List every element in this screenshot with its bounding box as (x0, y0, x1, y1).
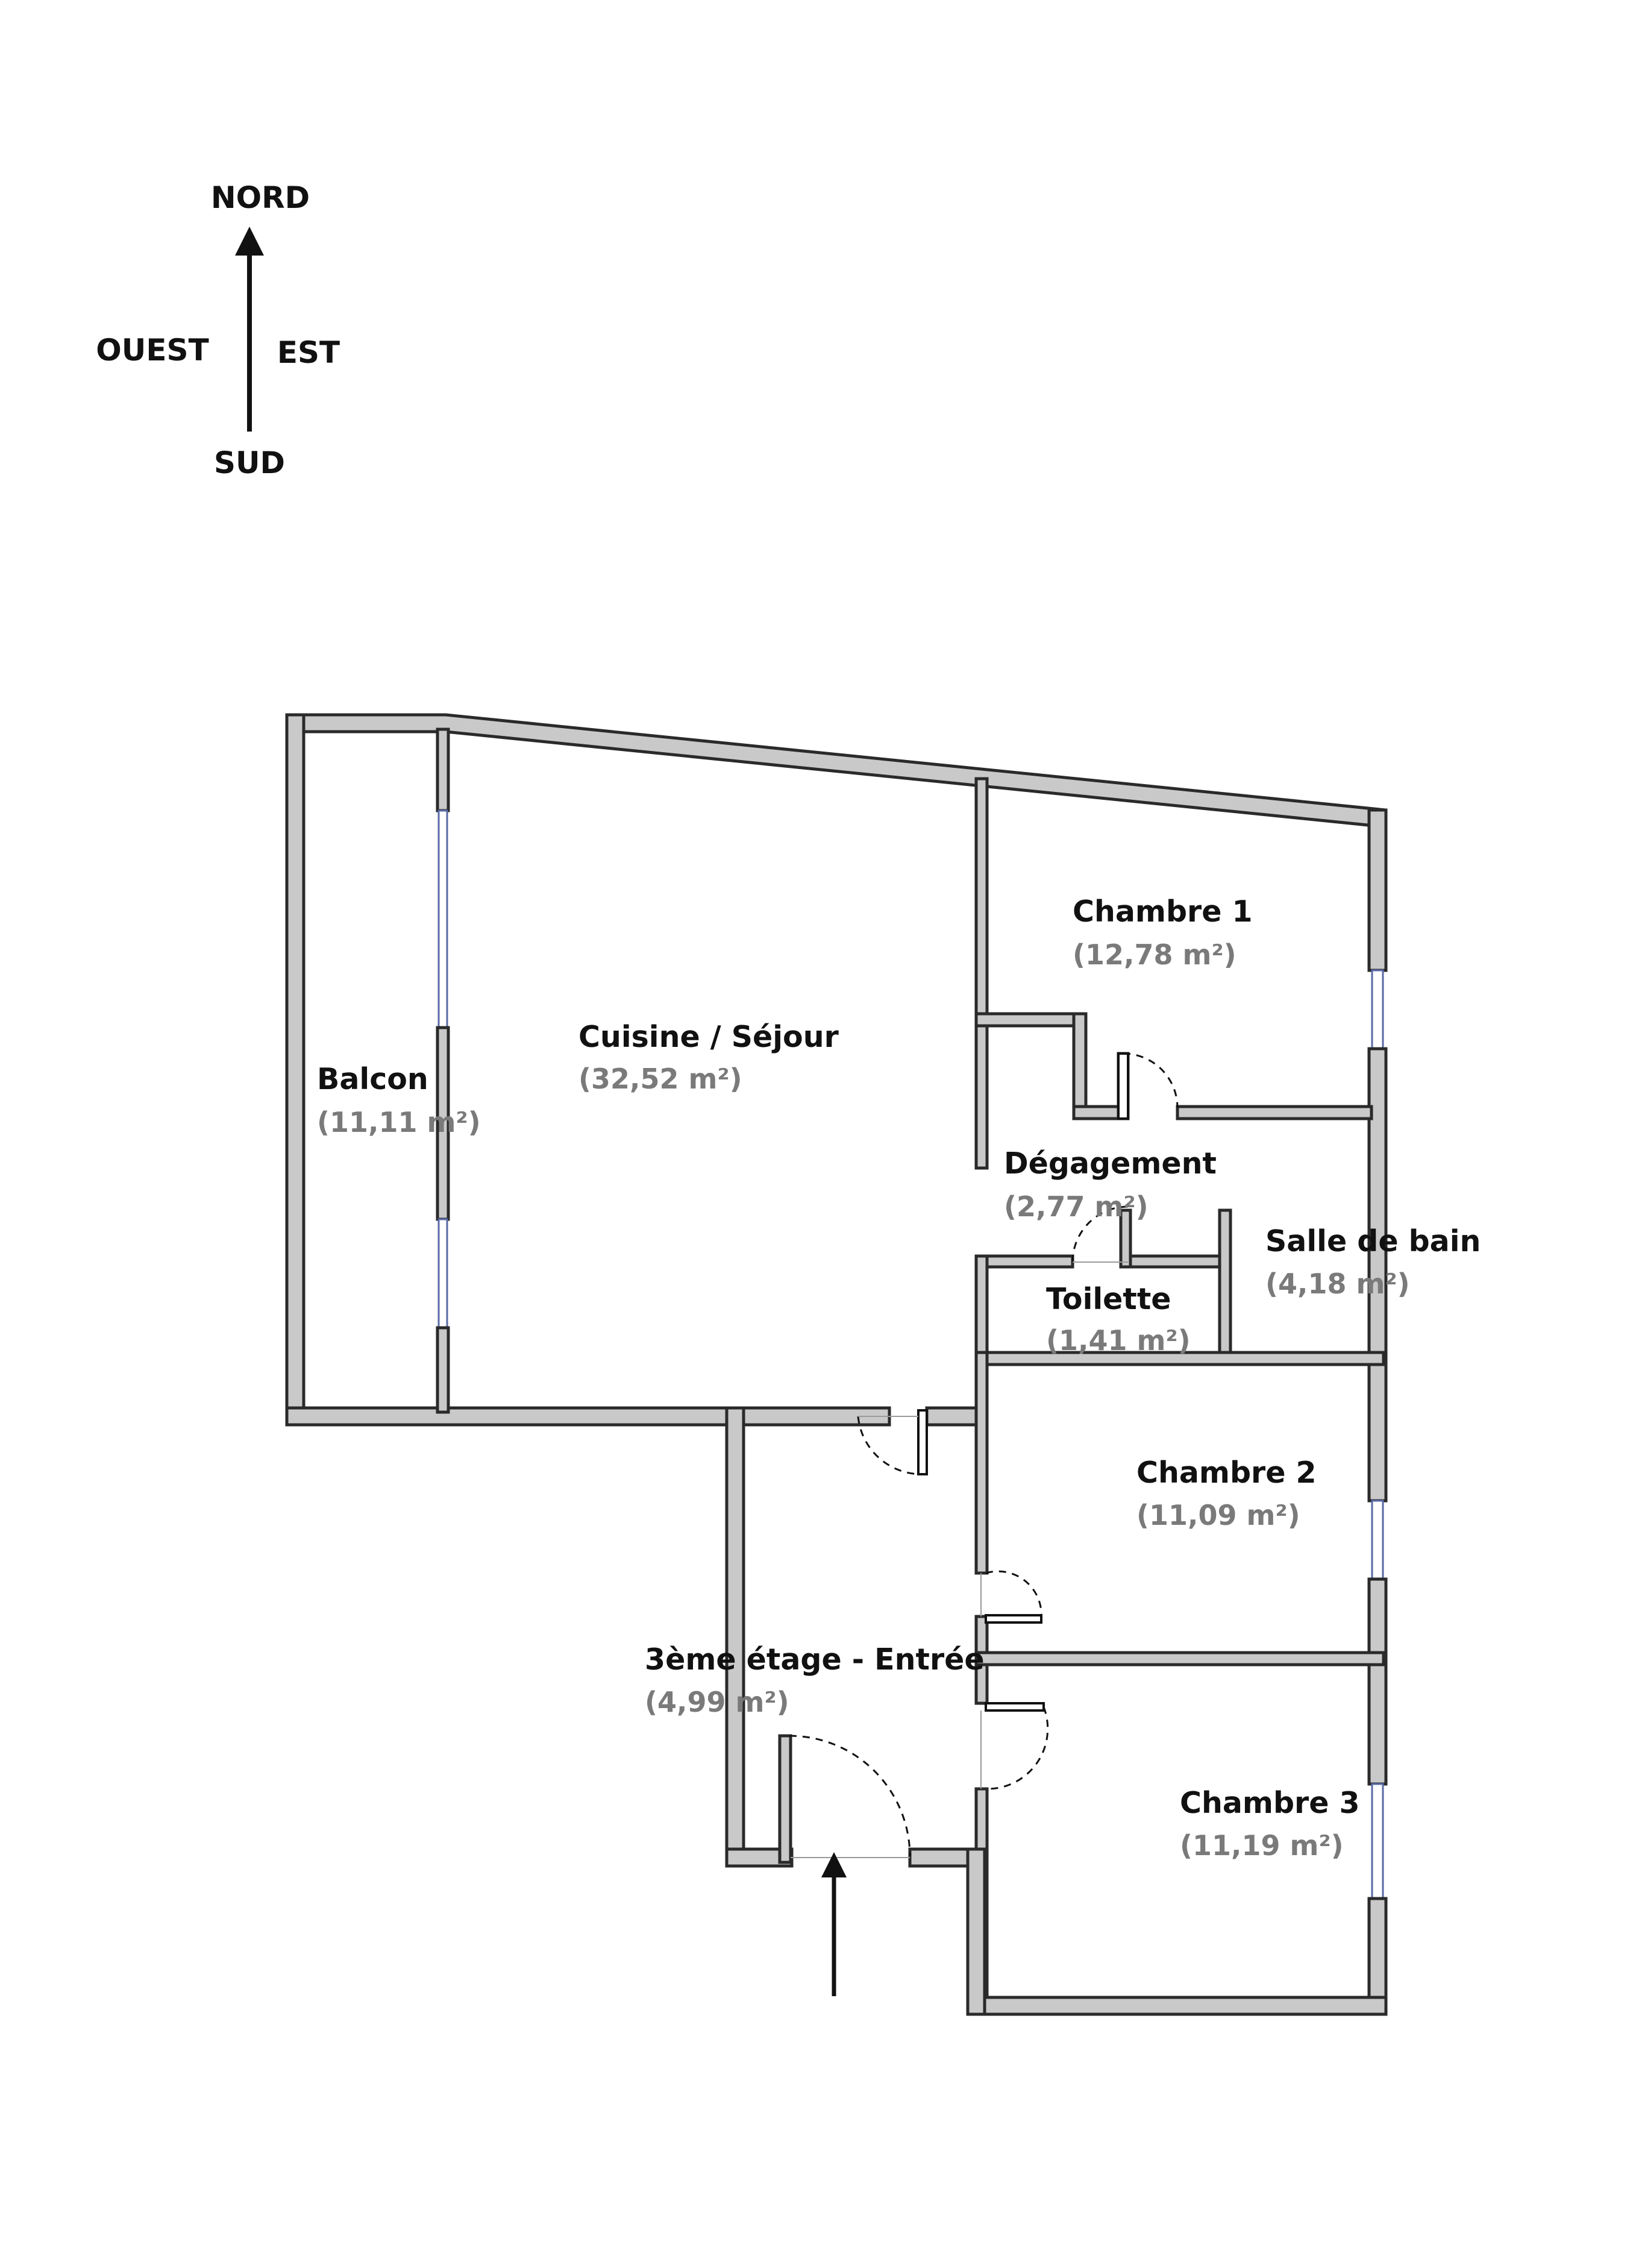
living-door-swing (857, 1416, 923, 1475)
room-area: (11,11 m²) (317, 1106, 481, 1139)
compass-north-label: NORD (211, 180, 310, 215)
room-name: Dégagement (1004, 1146, 1217, 1181)
room-area: (32,52 m²) (578, 1063, 742, 1095)
room-area: (12,78 m²) (1073, 938, 1236, 971)
room-area: (11,09 m²) (1136, 1499, 1300, 1531)
room-labels: Balcon (11,11 m²) Cuisine / Séjour (32,5… (317, 894, 1481, 1862)
living-door-leaf (917, 1409, 928, 1475)
room-salle-de-bain: Salle de bain (4,18 m²) (1265, 1224, 1481, 1300)
bedroom2-door-swing (985, 1570, 1042, 1618)
room-name: Salle de bain (1265, 1224, 1481, 1258)
room-toilette: Toilette (1,41 m²) (1046, 1282, 1191, 1357)
room-cuisine-sejour: Cuisine / Séjour (32,52 m²) (578, 1020, 839, 1095)
bedroom1-door-swing (1123, 1052, 1179, 1108)
room-area: (2,77 m²) (1004, 1190, 1149, 1223)
room-name: Balcon (317, 1062, 428, 1096)
doors (789, 1052, 1179, 1858)
room-name: Chambre 2 (1136, 1456, 1317, 1490)
bedroom3-door-swing (985, 1706, 1049, 1790)
entrance-door-swing (789, 1735, 911, 1857)
bedroom3-door-leaf (985, 1702, 1045, 1712)
compass-west-label: OUEST (96, 333, 208, 368)
room-area: (11,19 m²) (1180, 1829, 1344, 1862)
compass-east-label: EST (277, 335, 340, 370)
room-name: Chambre 3 (1180, 1786, 1360, 1820)
room-name: Toilette (1046, 1282, 1171, 1316)
room-area: (1,41 m²) (1046, 1324, 1191, 1357)
room-entree: 3ème étage - Entrée (4,99 m²) (645, 1642, 985, 1718)
bedroom2-door-leaf (985, 1614, 1042, 1624)
room-name: Cuisine / Séjour (578, 1020, 839, 1054)
room-chambre-2: Chambre 2 (11,09 m²) (1136, 1456, 1317, 1531)
compass-south-label: SUD (214, 445, 285, 480)
walls (285, 713, 1388, 2016)
room-name: 3ème étage - Entrée (645, 1642, 985, 1677)
toilet-door-swing (1071, 1205, 1129, 1263)
room-chambre-3: Chambre 3 (11,19 m²) (1180, 1786, 1360, 1862)
room-name: Chambre 1 (1073, 894, 1253, 929)
room-area: (4,99 m²) (645, 1686, 789, 1718)
bedroom1-door-leaf (1117, 1052, 1129, 1120)
room-degagement: Dégagement (2,77 m²) (1004, 1146, 1217, 1223)
room-balcon: Balcon (11,11 m²) (317, 1062, 481, 1139)
compass: NORD SUD OUEST EST (96, 180, 340, 480)
room-area: (4,18 m²) (1265, 1268, 1410, 1300)
room-chambre-1: Chambre 1 (12,78 m²) (1073, 894, 1253, 971)
